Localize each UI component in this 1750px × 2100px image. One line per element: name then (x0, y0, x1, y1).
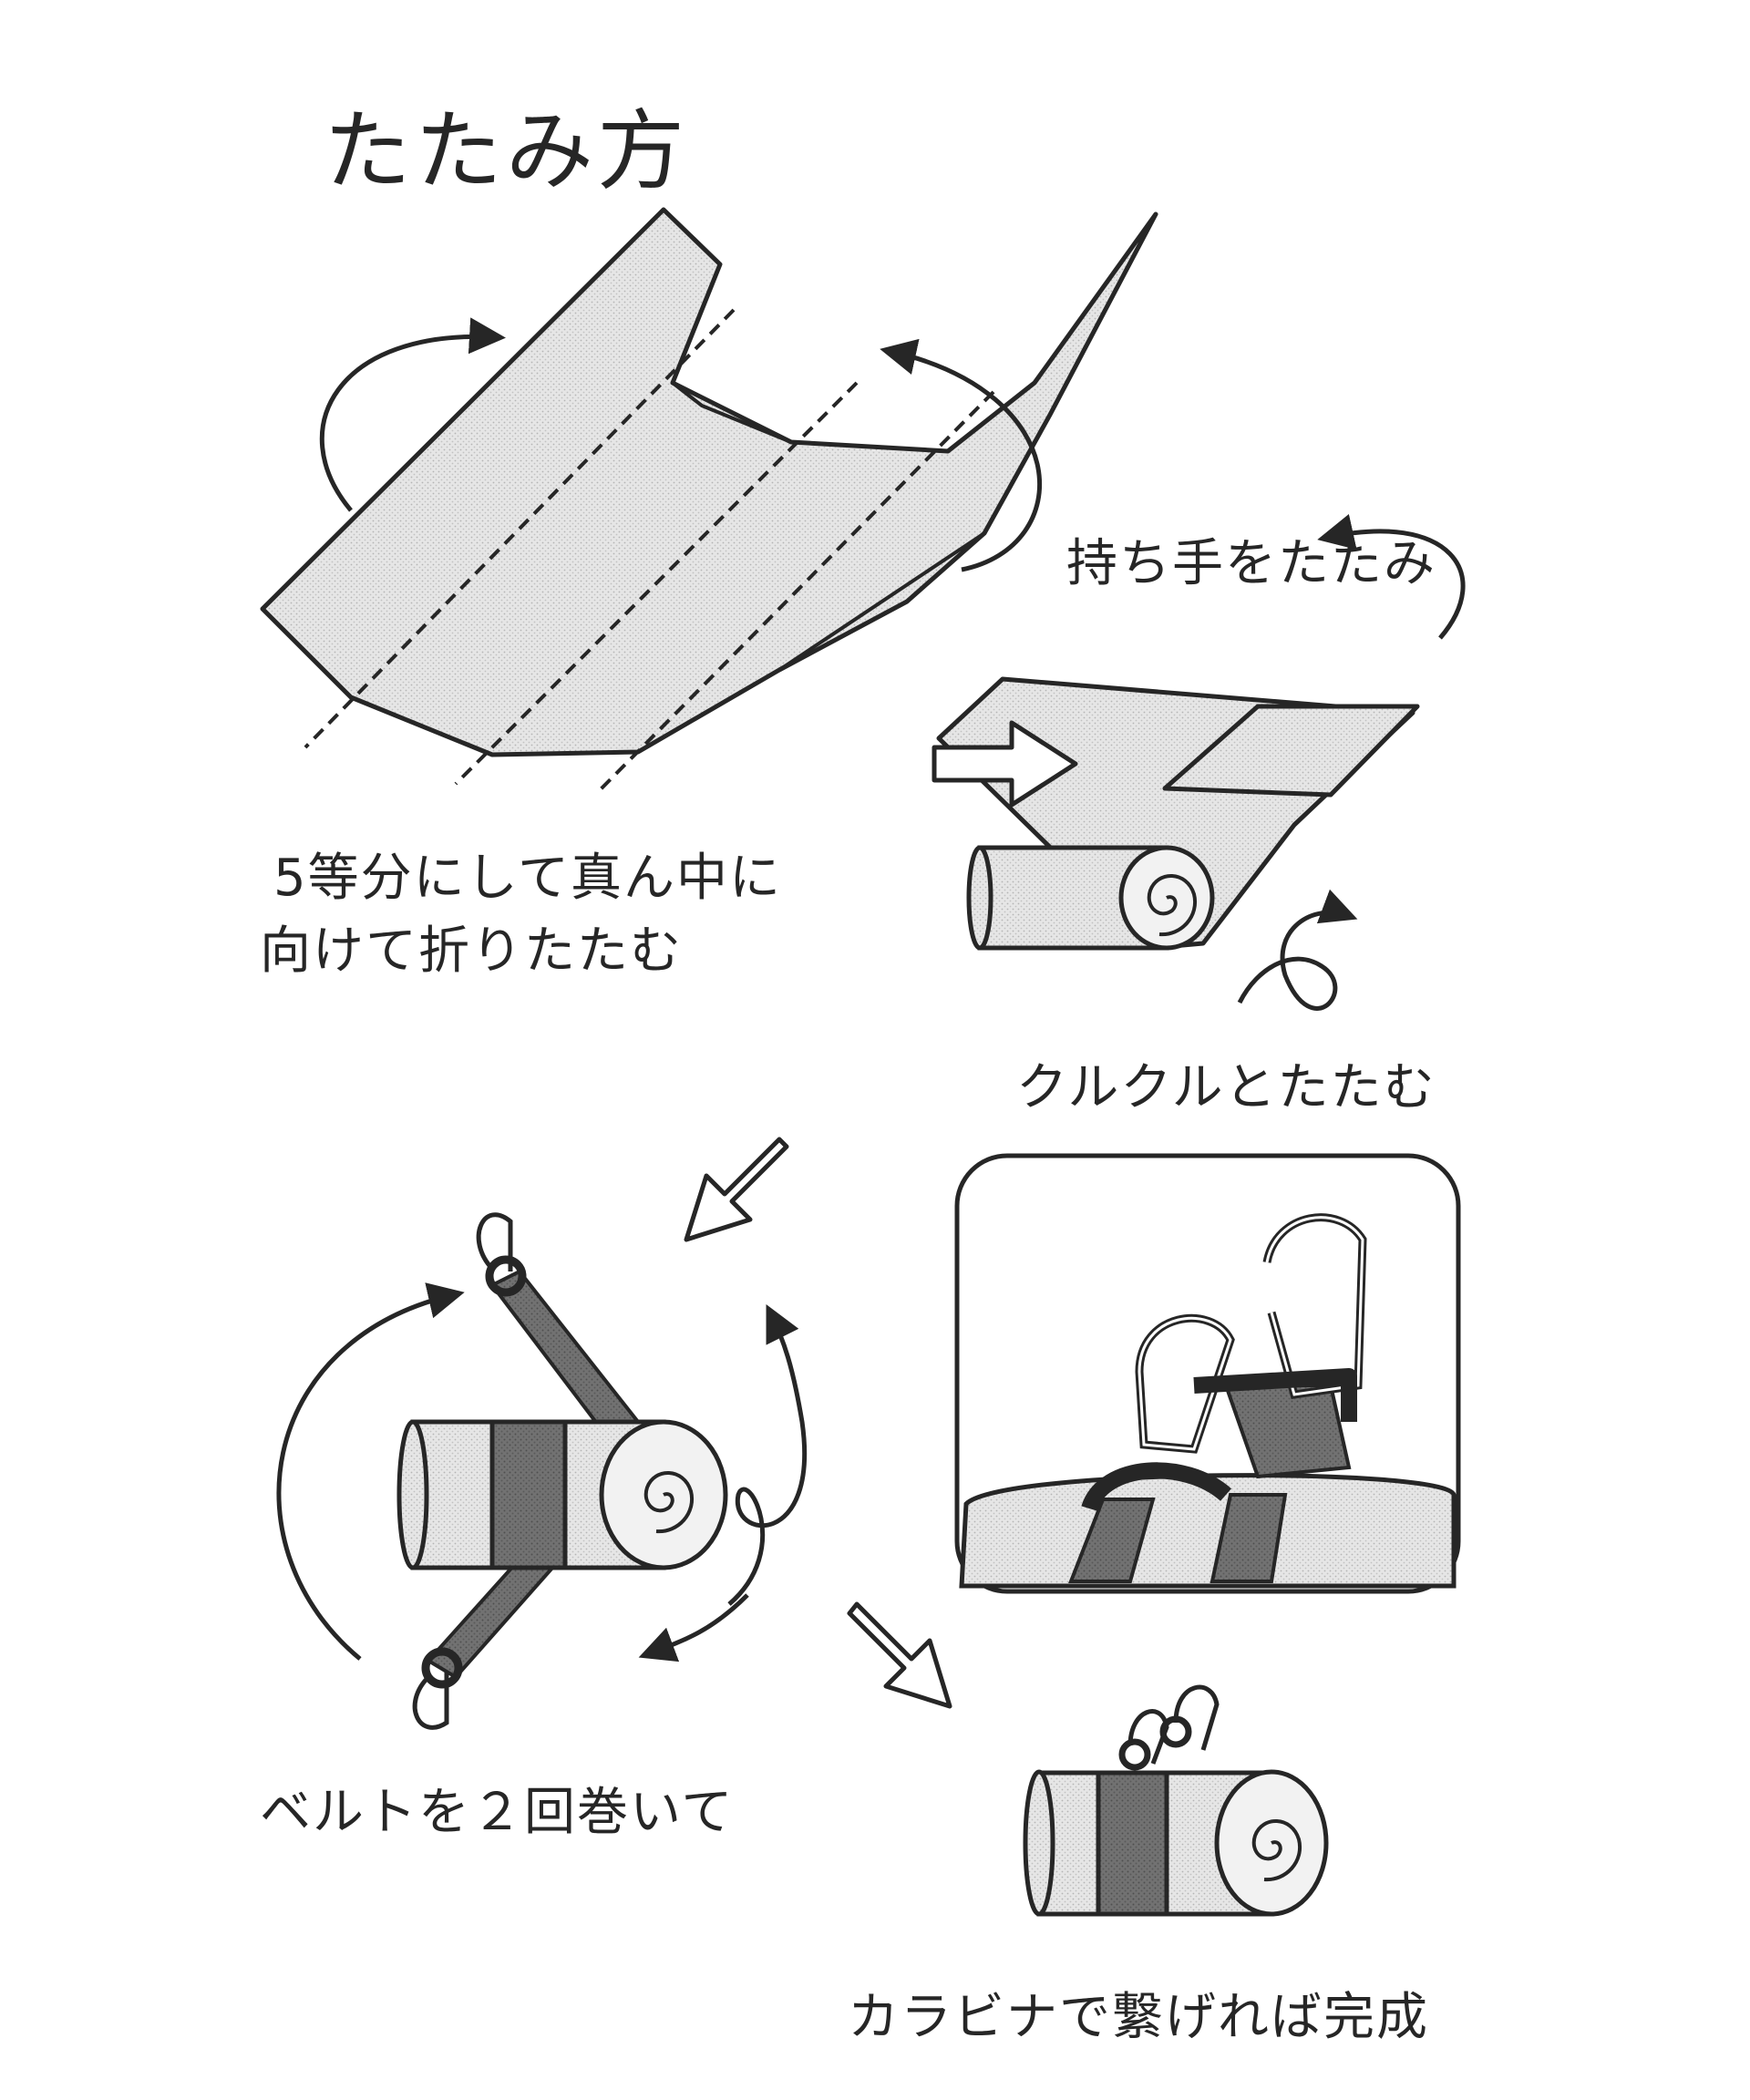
step1-caption-line1: 5等分にして真ん中に (273, 849, 782, 908)
down-left-arrow-icon (684, 1137, 789, 1242)
step1-caption-line2: 向けて折りたたむ (260, 921, 683, 981)
final-roll-illustration (1023, 1684, 1329, 1917)
folded-bag-illustration (260, 207, 1158, 795)
page-title: たたみ方 (324, 100, 688, 202)
step5-caption: カラビナで繋げれば完成 (848, 1988, 1429, 2047)
carabiner-closeup-illustration (954, 1153, 1461, 1594)
right-arrow-icon (932, 720, 1078, 808)
step3-caption: クルクルとたたむ (1016, 1058, 1436, 1117)
down-right-arrow-icon (847, 1601, 952, 1709)
rolling-mat-illustration (936, 513, 1466, 1011)
step2-caption: 持ち手をたたみ (1066, 534, 1436, 593)
belt-wrap-illustration (276, 1212, 808, 1730)
step4-caption: ベルトを２回巻いて (260, 1783, 735, 1842)
